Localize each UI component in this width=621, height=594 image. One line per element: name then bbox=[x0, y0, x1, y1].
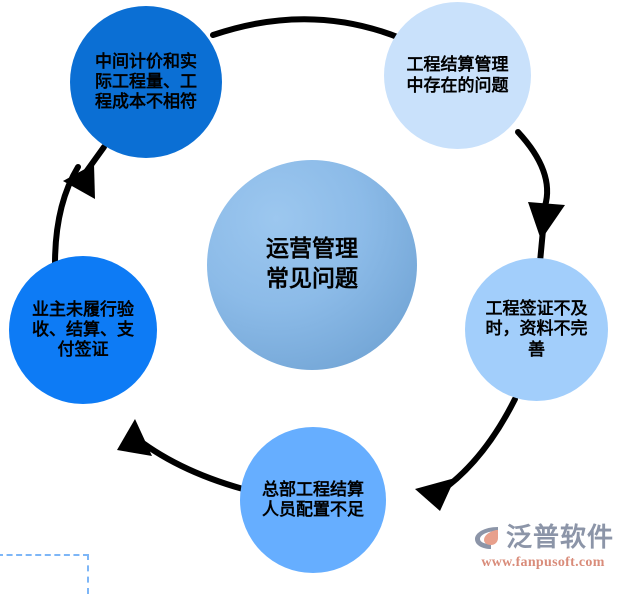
center-hub-label: 运营管理 常见问题 bbox=[266, 236, 358, 292]
arrow-owner-duty-to-mid-price bbox=[52, 144, 107, 267]
node-staffing[interactable]: 总部工程结算 人员配置不足 bbox=[240, 427, 386, 573]
node-settlement-problems[interactable]: 工程结算管理 中存在的问题 bbox=[384, 2, 531, 149]
watermark: 泛普软件 www.fanpusoft.com bbox=[468, 519, 618, 575]
node-owner-duty[interactable]: 业主未履行验 收、结算、支 付签证 bbox=[9, 256, 157, 404]
arrow-visa-delay-to-staffing bbox=[415, 396, 518, 511]
node-mid-price-label: 中间计价和实 际工程量、工 程成本不相符 bbox=[95, 51, 197, 113]
center-hub[interactable]: 运营管理 常见问题 bbox=[207, 160, 417, 370]
node-staffing-label: 总部工程结算 人员配置不足 bbox=[262, 479, 364, 520]
watermark-brand: 泛普软件 bbox=[505, 523, 614, 553]
arrow-mid-price-to-settlement-problems bbox=[210, 16, 403, 41]
arrow-settlement-problems-to-visa-delay bbox=[515, 129, 565, 265]
watermark-url: www.fanpusoft.com bbox=[481, 555, 605, 570]
fanpu-swoosh-logo-icon bbox=[474, 527, 498, 549]
node-mid-price[interactable]: 中间计价和实 际工程量、工 程成本不相符 bbox=[70, 6, 222, 158]
arrow-staffing-to-owner-duty bbox=[117, 419, 246, 492]
watermark-row: 泛普软件 bbox=[472, 524, 614, 552]
dashed-corner-marker bbox=[0, 554, 89, 594]
node-owner-duty-label: 业主未履行验 收、结算、支 付签证 bbox=[32, 299, 134, 361]
node-settlement-problems-label: 工程结算管理 中存在的问题 bbox=[406, 55, 509, 96]
node-visa-delay-label: 工程签证不及 时，资料不完 善 bbox=[485, 299, 588, 360]
node-visa-delay[interactable]: 工程签证不及 时，资料不完 善 bbox=[465, 258, 608, 401]
